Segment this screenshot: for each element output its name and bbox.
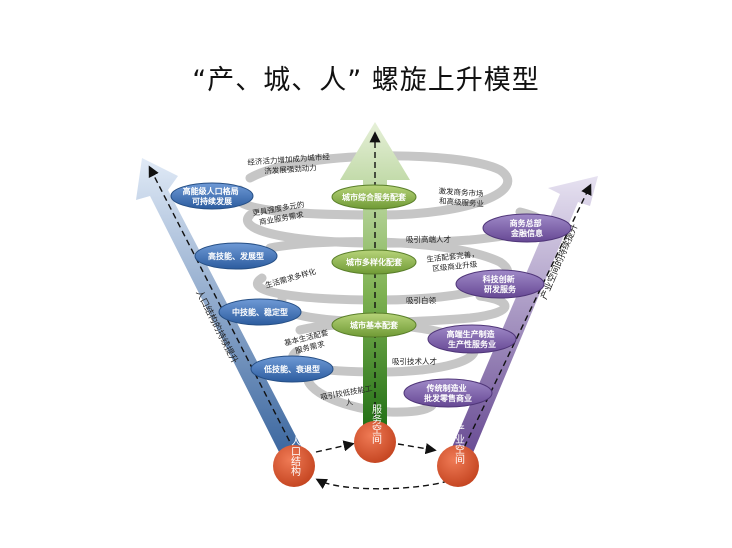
svg-text:高端生产制造 生产性服务业: 高端生产制造 生产性服务业 xyxy=(447,329,498,349)
right-industry-nodes: 商务总部 金融信息 科技创新 研发服务 高端生产制造 生产性服务业 xyxy=(403,213,572,408)
node-low-skill: 低技能、衰退型 xyxy=(250,355,334,383)
node-high-skill: 高技能、发展型 xyxy=(194,242,278,270)
svg-text:科技创新 研发服务: 科技创新 研发服务 xyxy=(483,274,518,294)
svg-text:城市综合服务配套: 城市综合服务配套 xyxy=(342,192,407,202)
node-tech-innovation: 科技创新 研发服务 xyxy=(455,269,545,299)
label-life-demand: 生活需求多样化 xyxy=(264,266,318,290)
node-mid-skill: 中技能、稳定型 xyxy=(218,298,302,326)
svg-text:城市多样化配套: 城市多样化配套 xyxy=(346,257,403,267)
diagram-title: “产、城、人” 螺旋上升模型 xyxy=(192,65,540,96)
node-population-structure: 人口结构 xyxy=(273,436,315,487)
svg-text:传统制造业 批发零售商业: 传统制造业 批发零售商业 xyxy=(424,383,472,403)
node-high-end-manufacturing: 高端生产制造 生产性服务业 xyxy=(427,324,517,354)
svg-text:商务总部 金融信息: 商务总部 金融信息 xyxy=(510,218,545,238)
svg-text:城市基本配套: 城市基本配套 xyxy=(350,320,399,330)
left-population-arrow xyxy=(136,158,302,458)
service-space-label: 服务空间 xyxy=(370,404,382,445)
svg-text:低技能、衰退型: 低技能、衰退型 xyxy=(263,364,320,374)
svg-text:中技能、稳定型: 中技能、稳定型 xyxy=(232,307,288,317)
left-population-nodes: 高能级人口格局 可持续发展 高技能、发展型 中技能、稳定型 低技能、衰退型 xyxy=(170,182,334,383)
node-service-space: 服务空间 xyxy=(354,404,396,463)
node-industry-space: 产业空间 xyxy=(437,423,479,487)
label-attract-white: 吸引白领 xyxy=(406,295,436,305)
bottom-cycle-arrows xyxy=(315,440,459,490)
node-hq-finance: 商务总部 金融信息 xyxy=(482,213,572,243)
label-attract-tech: 吸引技术人才 xyxy=(392,356,437,366)
node-high-level-population: 高能级人口格局 可持续发展 xyxy=(170,182,254,210)
label-life-complete: 生活配套完善， 区级商业升级 xyxy=(426,248,483,274)
svg-text:高能级人口格局 可持续发展: 高能级人口格局 可持续发展 xyxy=(183,186,242,206)
label-stimulate: 激发商务市场 和高级服务业 xyxy=(438,185,487,208)
bottom-nodes: 人口结构 服务空间 产业空间 xyxy=(273,404,479,487)
node-comprehensive-service: 城市综合服务配套 xyxy=(331,184,417,210)
label-attract-high: 吸引高端人才 xyxy=(406,234,451,244)
industry-space-label: 产业空间 xyxy=(453,423,465,465)
node-diverse-service: 城市多样化配套 xyxy=(331,249,417,275)
center-service-arrow xyxy=(340,122,410,432)
node-basic-service: 城市基本配套 xyxy=(331,312,417,338)
node-traditional-manufacturing: 传统制造业 批发零售商业 xyxy=(403,378,493,408)
svg-text:高技能、发展型: 高技能、发展型 xyxy=(208,251,264,261)
center-service-nodes: 城市综合服务配套 城市多样化配套 城市基本配套 xyxy=(331,184,417,338)
population-structure-label: 人口结构 xyxy=(289,436,301,477)
